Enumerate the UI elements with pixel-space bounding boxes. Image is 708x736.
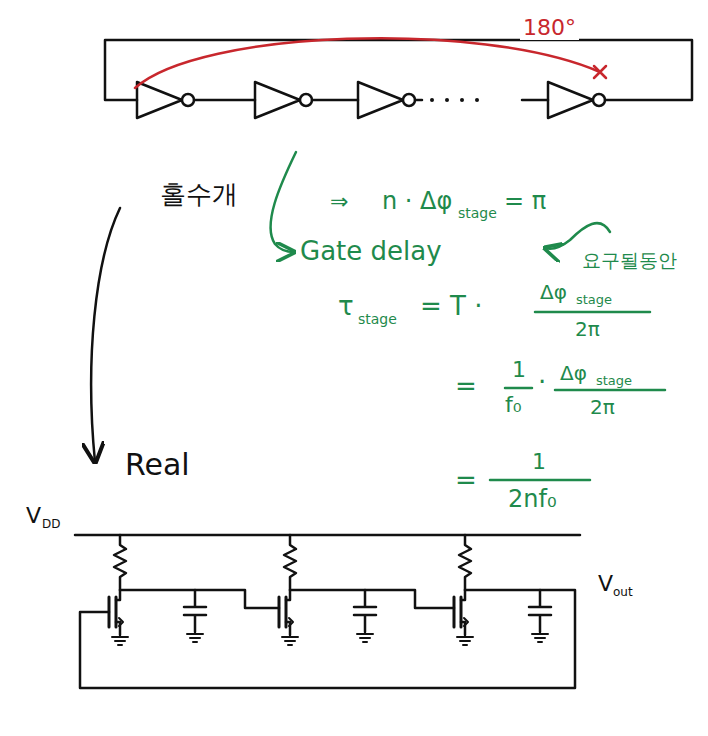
inverter-symbol xyxy=(548,82,593,118)
transistor-arrow xyxy=(464,618,468,626)
note-text: 홀수개 xyxy=(160,180,238,209)
equation-text: τ xyxy=(338,292,354,321)
ground-symbol xyxy=(457,637,473,645)
fraction-bar xyxy=(555,389,665,392)
inverter-symbol xyxy=(358,82,403,118)
ellipsis-dot xyxy=(445,98,449,102)
ground-symbol xyxy=(282,637,298,645)
equation-text: 2π xyxy=(575,318,600,340)
equation-text: 2π xyxy=(590,396,615,418)
signal-name: V xyxy=(26,504,41,528)
equation-text: Δφ xyxy=(560,362,587,384)
equation-text: · xyxy=(538,368,546,397)
feedback-wire xyxy=(80,590,575,688)
ellipsis-dot xyxy=(475,98,479,102)
subscript: stage xyxy=(596,374,632,388)
equation-text: = xyxy=(455,372,477,401)
equation-text: f₀ xyxy=(505,393,522,417)
ground-symbol xyxy=(187,634,203,642)
signal-name: V xyxy=(598,572,613,596)
equation-text: 1 xyxy=(512,358,526,382)
wire xyxy=(522,99,548,102)
angle-label: 180° xyxy=(520,16,579,40)
inverter-bubble xyxy=(182,94,194,106)
transistor-gate xyxy=(453,597,456,627)
wire xyxy=(290,590,454,608)
equation-text: = xyxy=(455,466,477,495)
inverter-symbol xyxy=(255,82,300,118)
fraction-bar xyxy=(490,479,590,482)
resistor-symbol xyxy=(284,535,296,590)
ground-symbol xyxy=(357,634,373,642)
fraction-bar xyxy=(535,311,650,314)
ellipsis-dot xyxy=(430,98,434,102)
transistor-source xyxy=(461,622,465,635)
wire xyxy=(120,590,279,608)
transistor-source xyxy=(116,622,120,635)
equation-text: 1 xyxy=(532,450,546,474)
subscript: stage xyxy=(358,312,397,327)
subscript: stage xyxy=(458,206,497,221)
wire xyxy=(415,99,422,102)
inverter-bubble xyxy=(403,94,415,106)
inverter-bubble xyxy=(300,94,312,106)
inverter-bubble xyxy=(593,94,605,106)
subscript: DD xyxy=(42,518,60,531)
equation-text: 2nf₀ xyxy=(508,486,557,512)
transistor-gate xyxy=(278,597,281,627)
arrow-symbol: ⇒ xyxy=(330,190,348,214)
resistor-symbol xyxy=(459,535,471,590)
equation-text: = T · xyxy=(420,292,482,321)
capacitor-symbol xyxy=(354,590,376,632)
ellipsis-dot xyxy=(460,98,464,102)
wire xyxy=(194,99,255,102)
equation-text: n · Δφ xyxy=(382,188,452,214)
phase-mark xyxy=(594,66,606,78)
transistor-arrow xyxy=(289,618,293,626)
transistor-arrow xyxy=(119,618,123,626)
subscript: out xyxy=(613,586,633,599)
flow-arrow xyxy=(91,208,120,462)
feedback-wire xyxy=(105,40,692,100)
note-text: 요구될동안 xyxy=(582,250,677,271)
ground-symbol xyxy=(112,637,128,645)
capacitor-symbol xyxy=(529,590,551,632)
equation-text: = π xyxy=(504,188,546,214)
phase-arc xyxy=(135,38,600,88)
leader-arrow xyxy=(271,152,296,252)
capacitor-symbol xyxy=(184,590,206,632)
note-text: Gate delay xyxy=(300,237,442,266)
inverter-symbol xyxy=(137,82,182,118)
fraction-bar xyxy=(505,387,532,390)
supply-rail xyxy=(75,534,580,537)
ground-symbol xyxy=(532,634,548,642)
wire xyxy=(312,99,358,102)
resistor-symbol xyxy=(114,535,126,590)
leader-arrow xyxy=(545,223,610,249)
equation-text: Δφ xyxy=(540,281,567,303)
subscript: stage xyxy=(576,293,612,307)
transistor-source xyxy=(286,622,290,635)
section-label: Real xyxy=(125,448,190,481)
